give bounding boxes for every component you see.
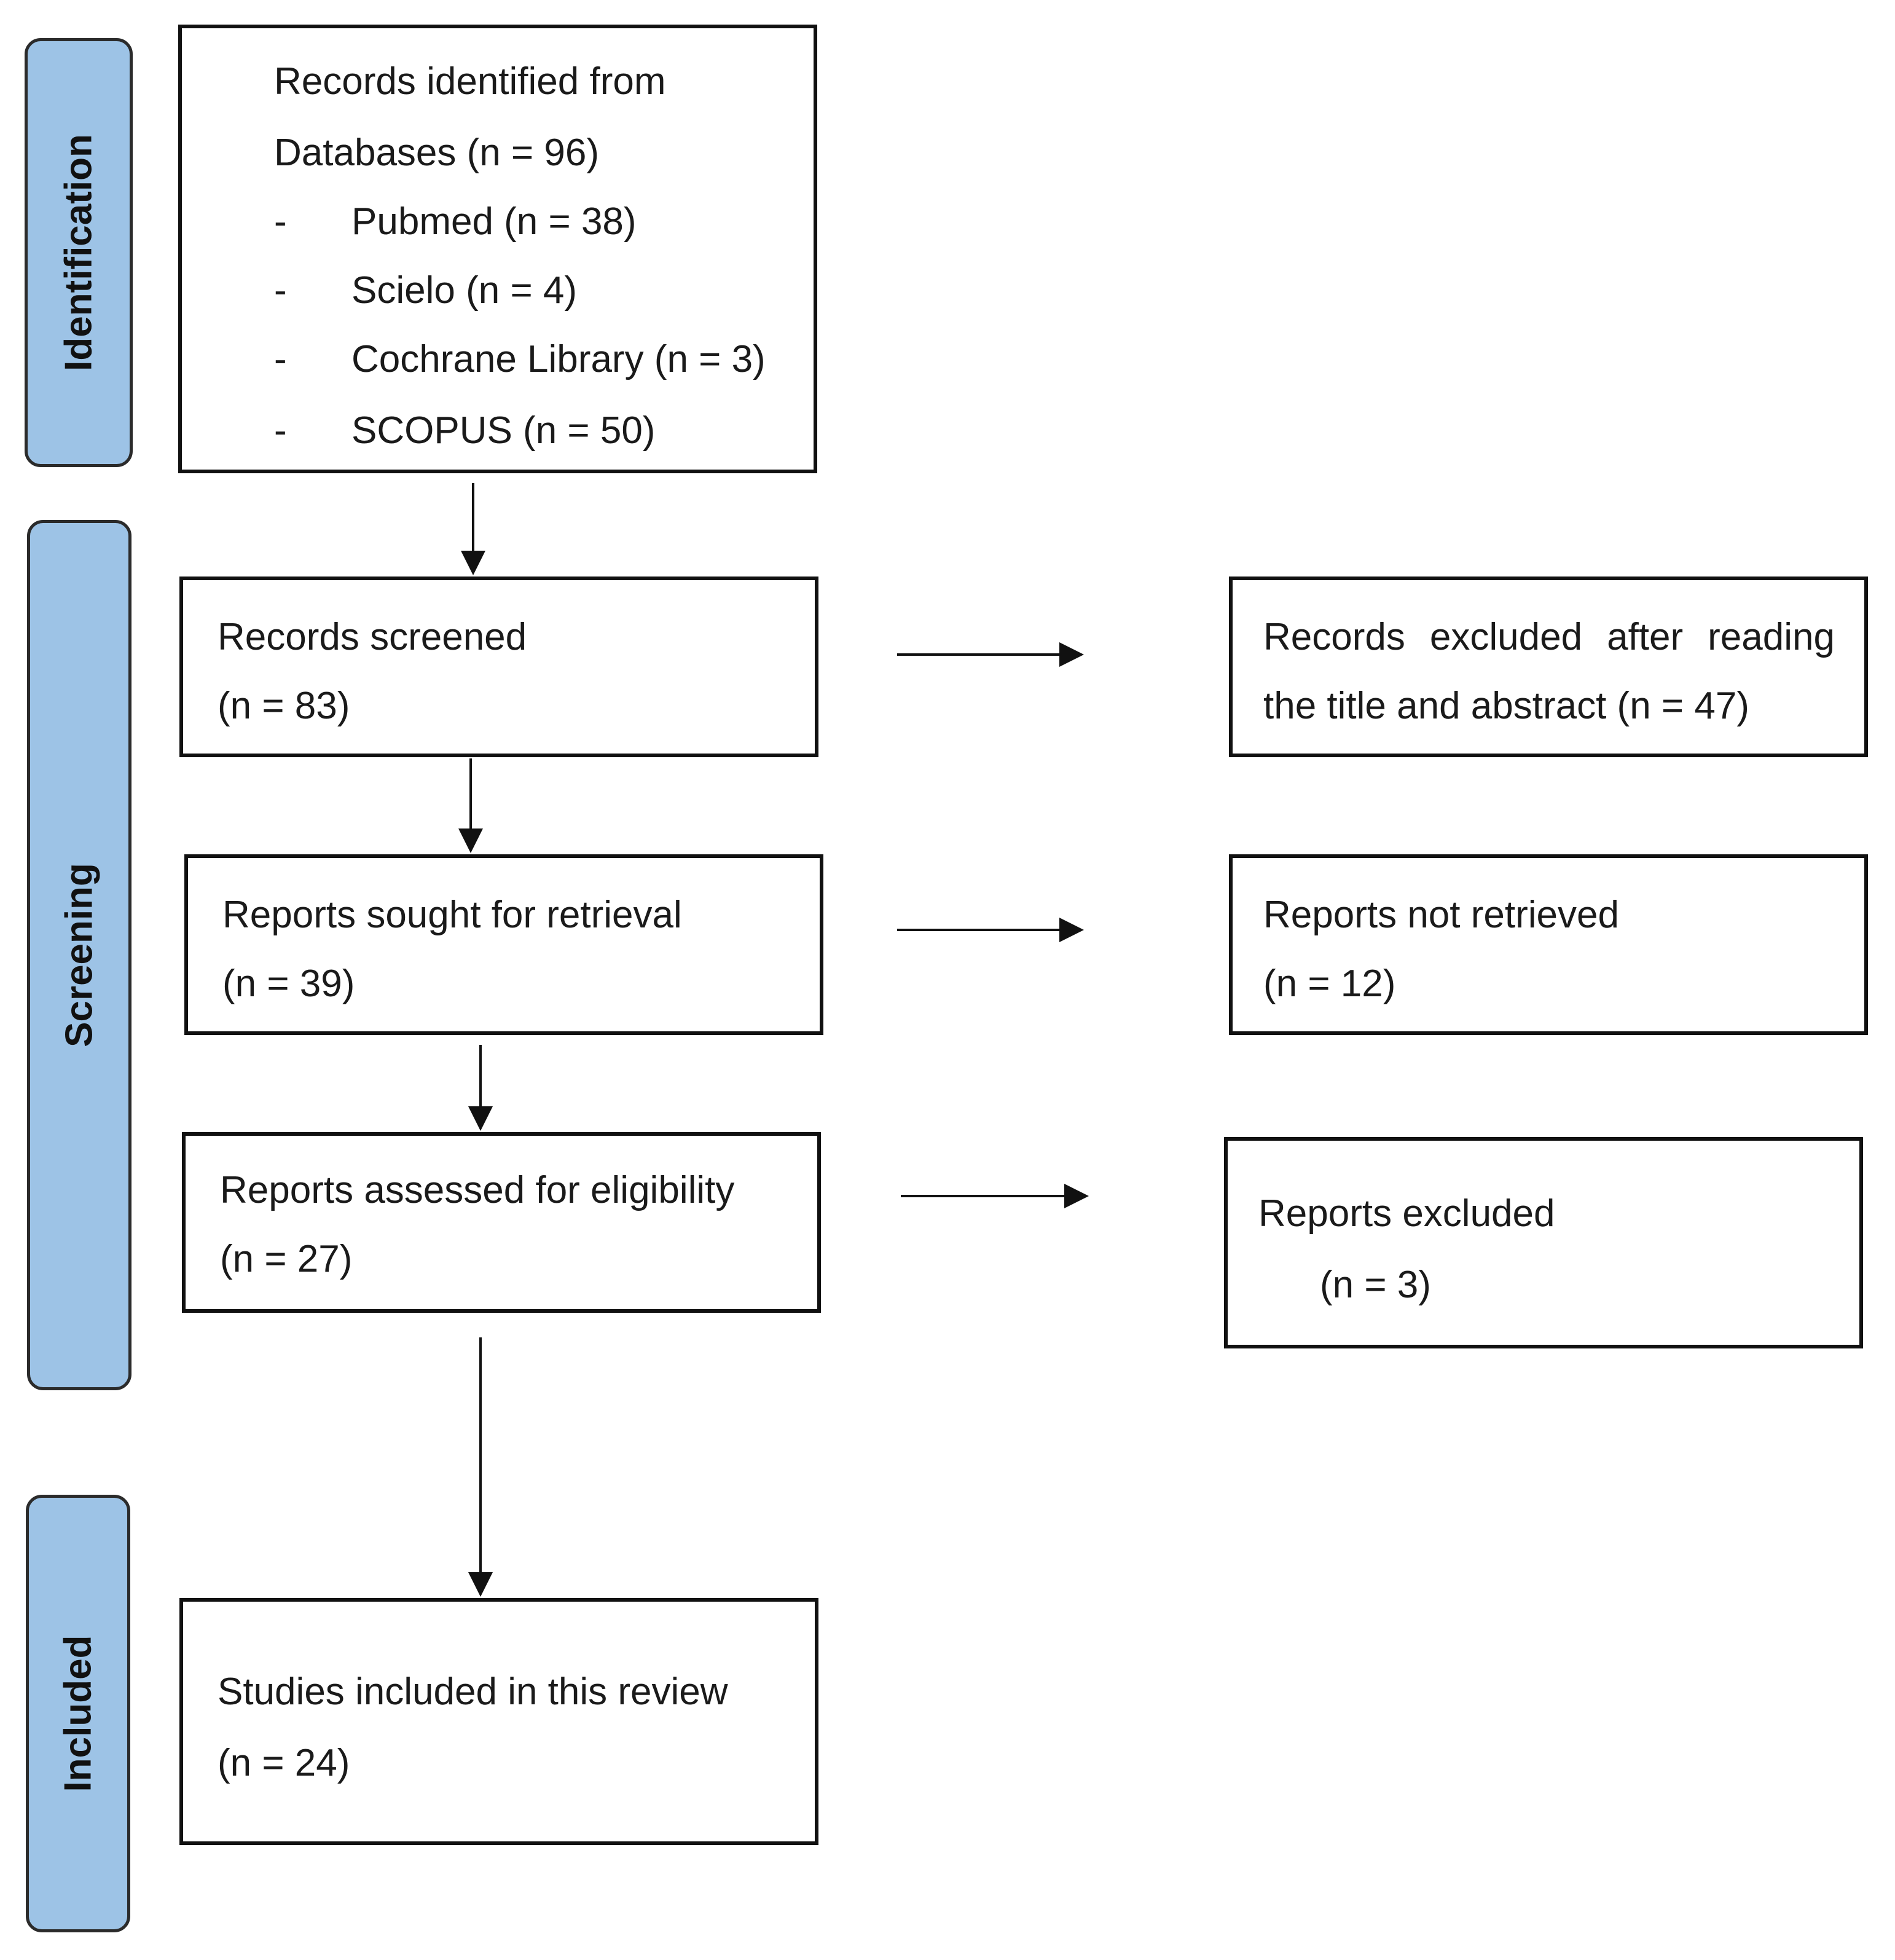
reports-sought-count: (n = 39) xyxy=(222,962,355,1005)
studies-included-label: Studies included in this review xyxy=(218,1671,728,1713)
records-excluded-label: Records excluded after reading xyxy=(1263,616,1835,658)
reports-not-retrieved-box: Reports not retrieved (n = 12) xyxy=(1229,854,1868,1035)
records-excluded-box: Records excluded after reading the title… xyxy=(1229,577,1868,757)
source-item: Cochrane Library (n = 3) xyxy=(351,338,766,380)
phase-identification: Identification xyxy=(25,38,133,467)
source-item: Scielo (n = 4) xyxy=(351,269,578,312)
phase-screening: Screening xyxy=(27,520,131,1390)
identification-line-2: Databases (n = 96) xyxy=(274,132,600,174)
identification-line-1: Records identified from xyxy=(274,60,666,103)
records-excluded-detail: the title and abstract (n = 47) xyxy=(1263,685,1749,727)
reports-excluded-count: (n = 3) xyxy=(1320,1264,1431,1306)
reports-sought-label: Reports sought for retrieval xyxy=(222,894,682,936)
records-screened-label: Records screened xyxy=(218,616,527,658)
studies-included-box: Studies included in this review (n = 24) xyxy=(179,1598,818,1845)
records-screened-count: (n = 83) xyxy=(218,685,350,727)
phase-included: Included xyxy=(26,1495,130,1932)
source-item: SCOPUS (n = 50) xyxy=(351,409,656,452)
reports-not-retrieved-count: (n = 12) xyxy=(1263,962,1396,1005)
source-bullet: - xyxy=(274,269,287,312)
identification-box: Records identified from Databases (n = 9… xyxy=(178,25,817,473)
records-screened-box: Records screened (n = 83) xyxy=(179,577,818,757)
reports-assessed-box: Reports assessed for eligibility (n = 27… xyxy=(182,1132,821,1313)
reports-excluded-box: Reports excluded (n = 3) xyxy=(1224,1137,1863,1348)
source-bullet: - xyxy=(274,409,287,452)
reports-assessed-label: Reports assessed for eligibility xyxy=(220,1169,735,1211)
source-item: Pubmed (n = 38) xyxy=(351,200,637,243)
reports-assessed-count: (n = 27) xyxy=(220,1238,353,1280)
source-bullet: - xyxy=(274,200,287,243)
reports-not-retrieved-label: Reports not retrieved xyxy=(1263,894,1619,936)
reports-excluded-label: Reports excluded xyxy=(1258,1192,1555,1235)
source-bullet: - xyxy=(274,338,287,380)
studies-included-count: (n = 24) xyxy=(218,1742,350,1784)
reports-sought-box: Reports sought for retrieval (n = 39) xyxy=(184,854,823,1035)
